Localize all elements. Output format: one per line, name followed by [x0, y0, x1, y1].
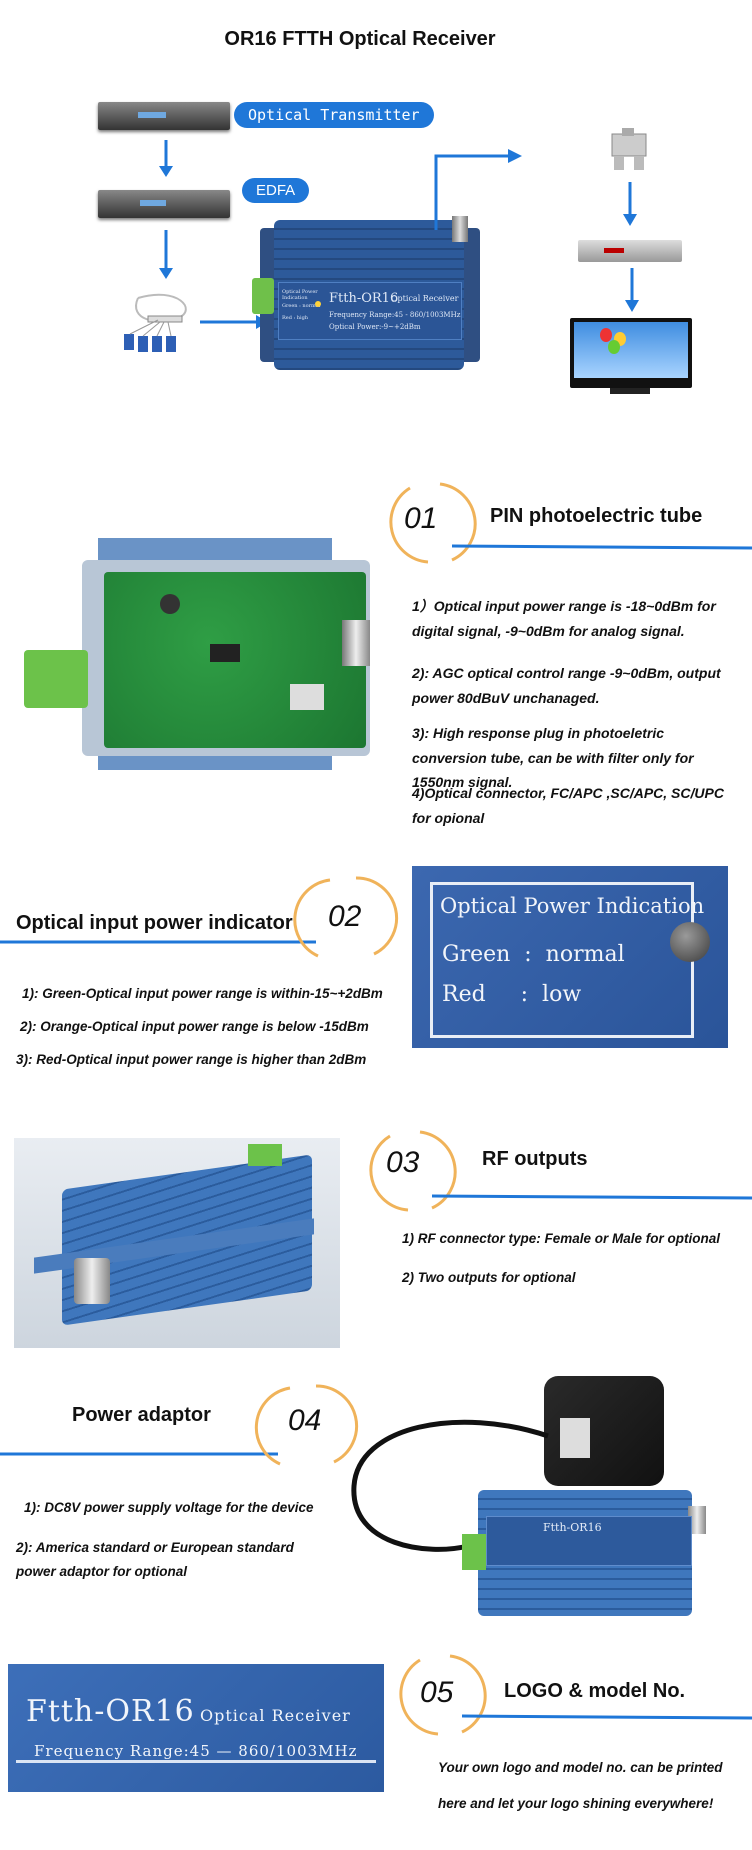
section3-ring — [369, 1130, 752, 1212]
section3-title: RF outputs — [482, 1148, 588, 1170]
device-brand: Ftth-OR16 — [329, 291, 399, 306]
page-title: OR16 FTTH Optical Receiver — [224, 28, 496, 50]
rf-splitter-icon — [611, 128, 647, 170]
set-top-box — [578, 240, 682, 262]
logo-brand: Ftth-OR16 — [26, 1694, 195, 1729]
adaptor-device-brand: Ftth-OR16 — [543, 1521, 602, 1534]
transmitter-label: Optical Transmitter — [234, 102, 434, 128]
section5-point-1: Your own logo and model no. can be print… — [438, 1760, 723, 1775]
section2-number: 02 — [328, 900, 362, 933]
section4-point-2: 2): America standard or European standar… — [16, 1540, 294, 1579]
or16-device: Ftth-OR16 Optical Receiver Frequency Ran… — [252, 216, 480, 370]
section5-point-2: here and let your logo shining everywher… — [438, 1796, 714, 1811]
section2-title: Optical input power indicator — [16, 912, 293, 934]
section5-number: 05 — [420, 1676, 454, 1709]
device-panel-line-2: Green : normal — [282, 303, 321, 309]
panel-title: Optical Power Indication — [440, 894, 705, 918]
section5-title: LOGO & model No. — [504, 1680, 686, 1702]
section4-point-1: 1): DC8V power supply voltage for the de… — [24, 1500, 314, 1515]
pcb-photo — [20, 534, 370, 774]
arrow-down-icon — [623, 182, 637, 226]
led-indicator-icon — [670, 922, 710, 962]
television — [570, 318, 692, 394]
arrow-down-icon — [159, 140, 173, 177]
panel-red: Red : low — [442, 982, 582, 1007]
section3-point-1: 1) RF connector type: Female or Male for… — [402, 1231, 721, 1246]
device-freq: Frequency Range:45 - 860/1003MHz — [329, 311, 461, 319]
edfa-unit — [98, 190, 230, 218]
section1-point-3: 3): High response plug in photoeletric c… — [412, 725, 694, 790]
led-indicator-icon — [315, 301, 321, 307]
section1-point-1: 1）Optical input power range is -18~0dBm … — [412, 598, 716, 639]
section4-ring — [0, 1384, 359, 1466]
indicator-panel-photo: Optical Power Indication Green : normal … — [412, 866, 728, 1048]
arrow-down-icon — [159, 230, 173, 279]
power-adaptor-photo: Ftth-OR16 — [338, 1366, 748, 1626]
section4-number: 04 — [288, 1404, 322, 1437]
section3-point-2: 2) Two outputs for optional — [402, 1270, 576, 1285]
section1-point-4: 4)Optical connector, FC/APC ,SC/APC, SC/… — [412, 785, 724, 826]
logo-panel-photo: Ftth-OR16 Optical Receiver Frequency Ran… — [8, 1664, 384, 1792]
system-diagram: Optical Transmitter EDFA Ftth-OR16 Optic… — [0, 90, 752, 470]
section4-title: Power adaptor — [72, 1404, 211, 1426]
panel-green: Green : normal — [442, 942, 625, 967]
device-panel-line-1: Optical Power Indication — [282, 289, 318, 301]
section1-title: PIN photoelectric tube — [490, 505, 703, 527]
logo-freq: Frequency Range:45 — 860/1003MHz — [34, 1742, 358, 1760]
rf-output-photo — [14, 1138, 340, 1348]
section2-point-1: 1): Green-Optical input power range is w… — [22, 986, 383, 1001]
section1-ring — [389, 482, 752, 564]
section1-number: 01 — [404, 502, 438, 535]
device-power: Optical Power:-9~+2dBm — [329, 323, 421, 331]
arrow-elbow-icon — [434, 149, 522, 230]
device-panel-line-3: Red : high — [282, 315, 309, 321]
section2-point-3: 3): Red-Optical input power range is hig… — [16, 1052, 367, 1067]
logo-subtitle: Optical Receiver — [200, 1706, 351, 1725]
device-subtitle: Optical Receiver — [391, 294, 459, 303]
fiber-splitter-icon — [124, 293, 187, 352]
section1-point-2: 2): AGC optical control range -9~0dBm, o… — [412, 665, 721, 706]
transmitter-unit — [98, 102, 230, 130]
arrow-down-icon — [625, 268, 639, 312]
edfa-label: EDFA — [242, 178, 310, 203]
section5-ring — [399, 1654, 752, 1736]
section3-number: 03 — [386, 1146, 420, 1179]
section2-point-2: 2): Orange-Optical input power range is … — [20, 1019, 369, 1034]
section2-ring — [0, 876, 399, 958]
